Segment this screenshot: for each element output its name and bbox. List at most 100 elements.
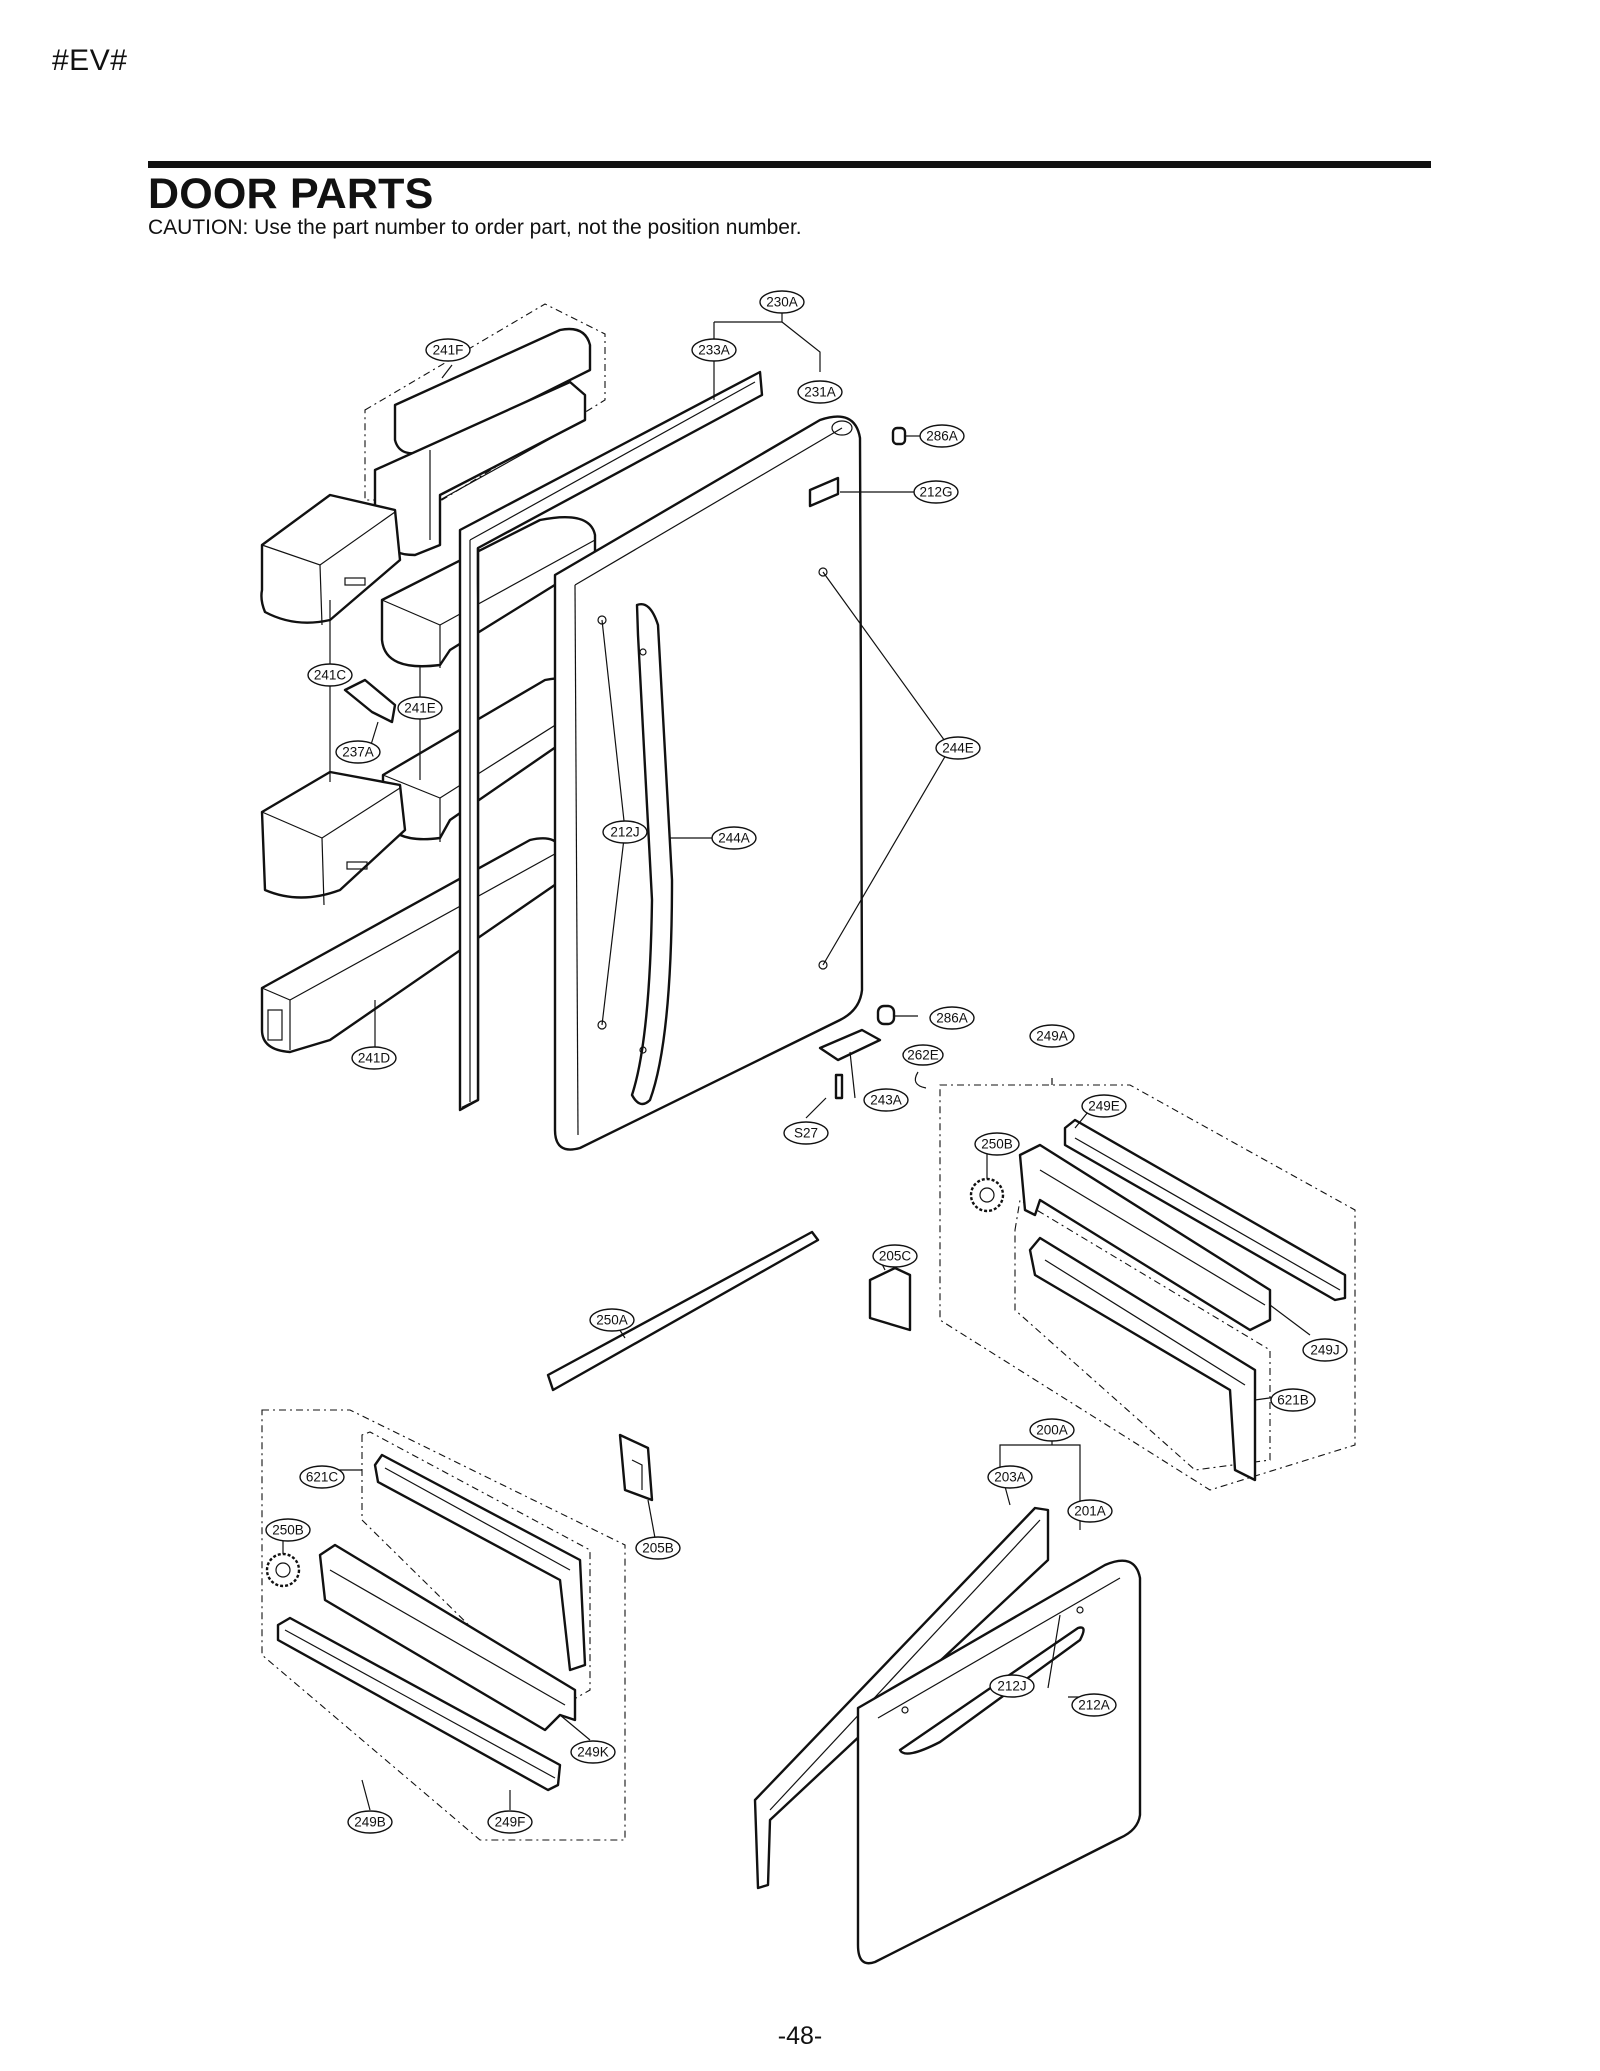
callout-203A: 203A [987,1465,1033,1489]
rail-bracket-249j [1018,1143,1272,1332]
svg-text:241E: 241E [404,701,436,716]
callout-205B: 205B [635,1536,681,1560]
group-outline-241f [364,303,606,501]
svg-text:286A: 286A [936,1011,968,1026]
svg-text:249A: 249A [1036,1029,1068,1044]
callout-249B: 249B [347,1810,393,1834]
svg-text:621B: 621B [1277,1393,1309,1408]
cover-205b [618,1433,654,1502]
door-bin-241e-upper [380,516,597,668]
callout-241D: 241D [351,1046,397,1070]
callout-250B-left: 250B [265,1518,311,1542]
svg-text:250A: 250A [596,1313,628,1328]
callout-241E: 241E [397,696,443,720]
callout-249E: 249E [1081,1094,1127,1118]
page-number: -48- [777,2022,823,2050]
callout-201A: 201A [1067,1499,1113,1523]
svg-text:237A: 237A [342,745,374,760]
rail-frame-621b [1028,1236,1257,1482]
svg-text:212J: 212J [997,1679,1026,1694]
door-bin-241c [260,493,402,626]
callout-241F: 241F [425,338,471,362]
svg-text:230A: 230A [766,295,798,310]
group-outline-249b [261,1409,626,1841]
svg-text:201A: 201A [1074,1504,1106,1519]
svg-text:250B: 250B [272,1523,304,1538]
callout-250A: 250A [589,1308,635,1332]
callout-249A: 249A [1029,1024,1075,1048]
seal-strip-250a [546,1230,820,1392]
group-outline-621c [361,1431,591,1711]
svg-text:621C: 621C [306,1470,339,1485]
header-rule [148,161,1431,168]
svg-text:243A: 243A [870,1093,902,1108]
callout-230A: 230A [759,290,805,314]
svg-text:241C: 241C [314,668,347,683]
svg-text:205C: 205C [879,1249,912,1264]
callout-262E: 262E [902,1044,944,1066]
svg-text:200A: 200A [1036,1423,1068,1438]
svg-text:249J: 249J [1310,1343,1339,1358]
svg-text:231A: 231A [804,385,836,400]
hinge-pin-286a-bottom [876,1004,896,1026]
callout-249F: 249F [487,1810,533,1834]
caution-note: CAUTION: Use the part number to order pa… [148,216,802,239]
svg-text:205B: 205B [642,1541,674,1556]
svg-text:241F: 241F [433,343,464,358]
gear-250b-left [265,1552,301,1588]
hinge-pin-286a-top [891,426,907,446]
callout-249K: 249K [570,1740,616,1764]
callout-212J-lower: 212J [989,1674,1035,1698]
svg-text:249B: 249B [354,1815,386,1830]
svg-text:249K: 249K [577,1745,609,1760]
svg-text:249F: 249F [495,1815,526,1830]
model-code: #EV# [52,44,128,77]
clip-262e [914,1071,927,1089]
page-title: DOOR PARTS [148,170,434,218]
freezer-drawer-201a [856,1559,1142,1965]
door-bin-241c-lower [260,770,407,906]
callout-286A-bottom: 286A [929,1006,975,1030]
bin-clip-237a [343,678,397,724]
callout-212G: 212G [913,480,959,504]
svg-text:249E: 249E [1088,1099,1120,1114]
hinge-bracket-243a [818,1028,882,1062]
gear-250b-right [969,1177,1005,1213]
svg-text:241D: 241D [358,1051,391,1066]
svg-text:262E: 262E [907,1048,939,1063]
svg-text:212G: 212G [919,485,952,500]
svg-text:233A: 233A [698,343,730,358]
callout-S27: S27 [783,1121,829,1145]
door-gasket-233a [458,370,764,1112]
callout-249J: 249J [1302,1338,1348,1362]
callout-244E: 244E [935,736,981,760]
callout-205C: 205C [872,1244,918,1268]
cover-205c [868,1266,912,1332]
refrigerator-door-231a [553,415,864,1151]
group-outline-249a [939,1084,1356,1491]
callout-243A: 243A [863,1088,909,1112]
svg-text:244A: 244A [718,831,750,846]
rail-249b [276,1616,562,1792]
callout-200A: 200A [1029,1418,1075,1442]
rail-bracket-249k [318,1543,577,1732]
screw-s27 [834,1073,844,1100]
svg-text:203A: 203A [994,1470,1026,1485]
svg-text:S27: S27 [794,1126,818,1141]
callout-233A: 233A [691,338,737,362]
callout-231A: 231A [797,380,843,404]
callout-212J-upper: 212J [602,820,648,844]
svg-text:250B: 250B [981,1137,1013,1152]
group-outline-621b [1014,1199,1271,1471]
svg-text:286A: 286A [926,429,958,444]
callout-286A-top: 286A [919,424,965,448]
rail-frame-621c [373,1453,587,1672]
svg-text:212A: 212A [1078,1698,1110,1713]
svg-text:212J: 212J [610,825,639,840]
svg-text:244E: 244E [942,741,974,756]
callout-621C: 621C [299,1465,345,1489]
callout-212A: 212A [1071,1693,1117,1717]
callout-244A: 244A [711,826,757,850]
callout-241C: 241C [307,663,353,687]
callout-237A: 237A [335,740,381,764]
